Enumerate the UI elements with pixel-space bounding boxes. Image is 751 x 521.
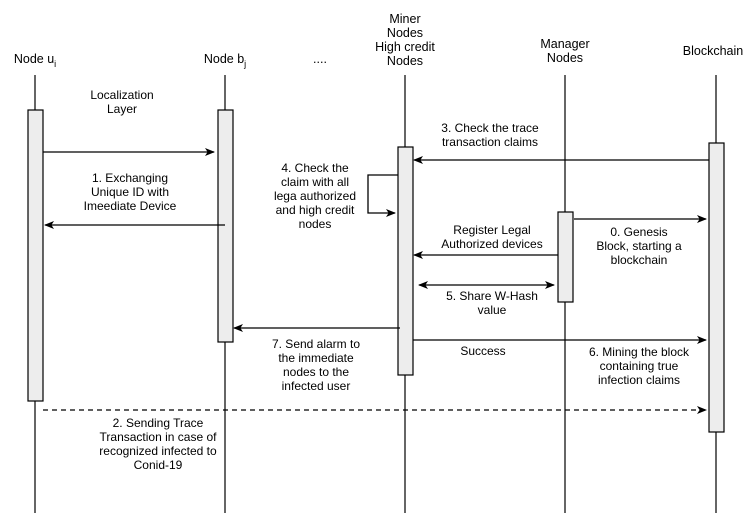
msg4-label-line-1: 4. Check the bbox=[281, 161, 349, 175]
message-2-label: 2. Sending Trace Transaction in case of … bbox=[99, 416, 217, 472]
msg2-label-line-2: Transaction in case of bbox=[100, 430, 218, 444]
register-label-line-2: Authorized devices bbox=[441, 237, 542, 251]
message-6-label: 6. Mining the block containing true infe… bbox=[589, 345, 690, 387]
message-0-label: 0. Genesis Block, starting a blockchain bbox=[596, 225, 682, 267]
msg6-label-line-3: infection claims bbox=[598, 373, 680, 387]
msg7-label-line-1: 7. Send alarm to bbox=[272, 337, 360, 351]
msg6-label-line-1: 6. Mining the block bbox=[589, 345, 690, 359]
miner-label-line-4: Nodes bbox=[387, 54, 423, 68]
lifeline-header-node-b: Node bj bbox=[204, 52, 246, 69]
miner-label-line-3: High credit bbox=[375, 40, 435, 54]
msg0-label-line-2: Block, starting a bbox=[596, 239, 682, 253]
msg1-label-line-1: 1. Exchanging bbox=[92, 171, 168, 185]
msg7-label-line-4: infected user bbox=[282, 379, 351, 393]
msg6-label-line-2: containing true bbox=[600, 359, 679, 373]
msg1-label-line-2: Unique ID with bbox=[91, 185, 169, 199]
localization-label-line-2: Layer bbox=[107, 102, 137, 116]
manager-label-line-2: Nodes bbox=[547, 51, 583, 65]
success-label: Success bbox=[460, 344, 505, 358]
message-success-label: Success bbox=[460, 344, 505, 358]
msg3-label-line-1: 3. Check the trace bbox=[441, 121, 539, 135]
msg5-label-line-1: 5. Share W-Hash bbox=[446, 289, 538, 303]
msg0-label-line-3: blockchain bbox=[611, 253, 668, 267]
activation-miner-nodes bbox=[397, 146, 414, 376]
message-1-label: 1. Exchanging Unique ID with Imeediate D… bbox=[84, 171, 177, 213]
msg7-label-line-3: nodes to the bbox=[283, 365, 349, 379]
lifeline-header-miner-nodes: Miner Nodes High credit Nodes bbox=[375, 12, 435, 68]
message-4-self-loop bbox=[367, 174, 398, 217]
lifeline-label-node-b: Node bj bbox=[204, 52, 246, 69]
activation-node-u bbox=[27, 109, 44, 402]
msg4-label-line-3: lega authorized bbox=[274, 189, 356, 203]
msg1-label-line-3: Imeediate Device bbox=[84, 199, 177, 213]
localization-label-line-1: Localization bbox=[90, 88, 153, 102]
ellipsis-label: .... bbox=[313, 52, 327, 66]
message-register-legal-label: Register Legal Authorized devices bbox=[441, 223, 542, 251]
lifeline-header-node-u: Node ui bbox=[14, 52, 56, 69]
msg4-label-line-2: claim with all bbox=[281, 175, 349, 189]
message-7-label: 7. Send alarm to the immediate nodes to … bbox=[272, 337, 360, 393]
msg4-label-line-4: and high credit bbox=[276, 203, 355, 217]
lifeline-header-manager-nodes: Manager Nodes bbox=[540, 37, 589, 65]
msg2-label-line-3: recognized infected to bbox=[99, 444, 217, 458]
message-5-label: 5. Share W-Hash value bbox=[446, 289, 538, 317]
lifeline-header-ellipsis: .... bbox=[313, 52, 327, 66]
message-3-label: 3. Check the trace transaction claims bbox=[441, 121, 539, 149]
manager-label-line-1: Manager bbox=[540, 37, 589, 51]
msg2-label-line-4: Conid-19 bbox=[134, 458, 183, 472]
msg2-label-line-1: 2. Sending Trace bbox=[113, 416, 204, 430]
activation-manager-nodes bbox=[557, 211, 574, 303]
activation-node-b bbox=[217, 109, 234, 343]
msg7-label-line-2: the immediate bbox=[278, 351, 354, 365]
lifeline-label-node-u: Node ui bbox=[14, 52, 56, 69]
lifeline-header-blockchain: Blockchain bbox=[683, 44, 743, 58]
register-label-line-1: Register Legal bbox=[453, 223, 530, 237]
message-localization-layer: Localization Layer bbox=[90, 88, 153, 116]
msg4-label-line-5: nodes bbox=[299, 217, 332, 231]
msg3-label-line-2: transaction claims bbox=[442, 135, 538, 149]
message-4-label: 4. Check the claim with all lega authori… bbox=[274, 161, 356, 231]
miner-label-line-1: Miner bbox=[389, 12, 420, 26]
blockchain-label: Blockchain bbox=[683, 44, 743, 58]
msg5-label-line-2: value bbox=[478, 303, 507, 317]
msg0-label-line-1: 0. Genesis bbox=[610, 225, 667, 239]
activation-blockchain bbox=[708, 142, 725, 433]
miner-label-line-2: Nodes bbox=[387, 26, 423, 40]
